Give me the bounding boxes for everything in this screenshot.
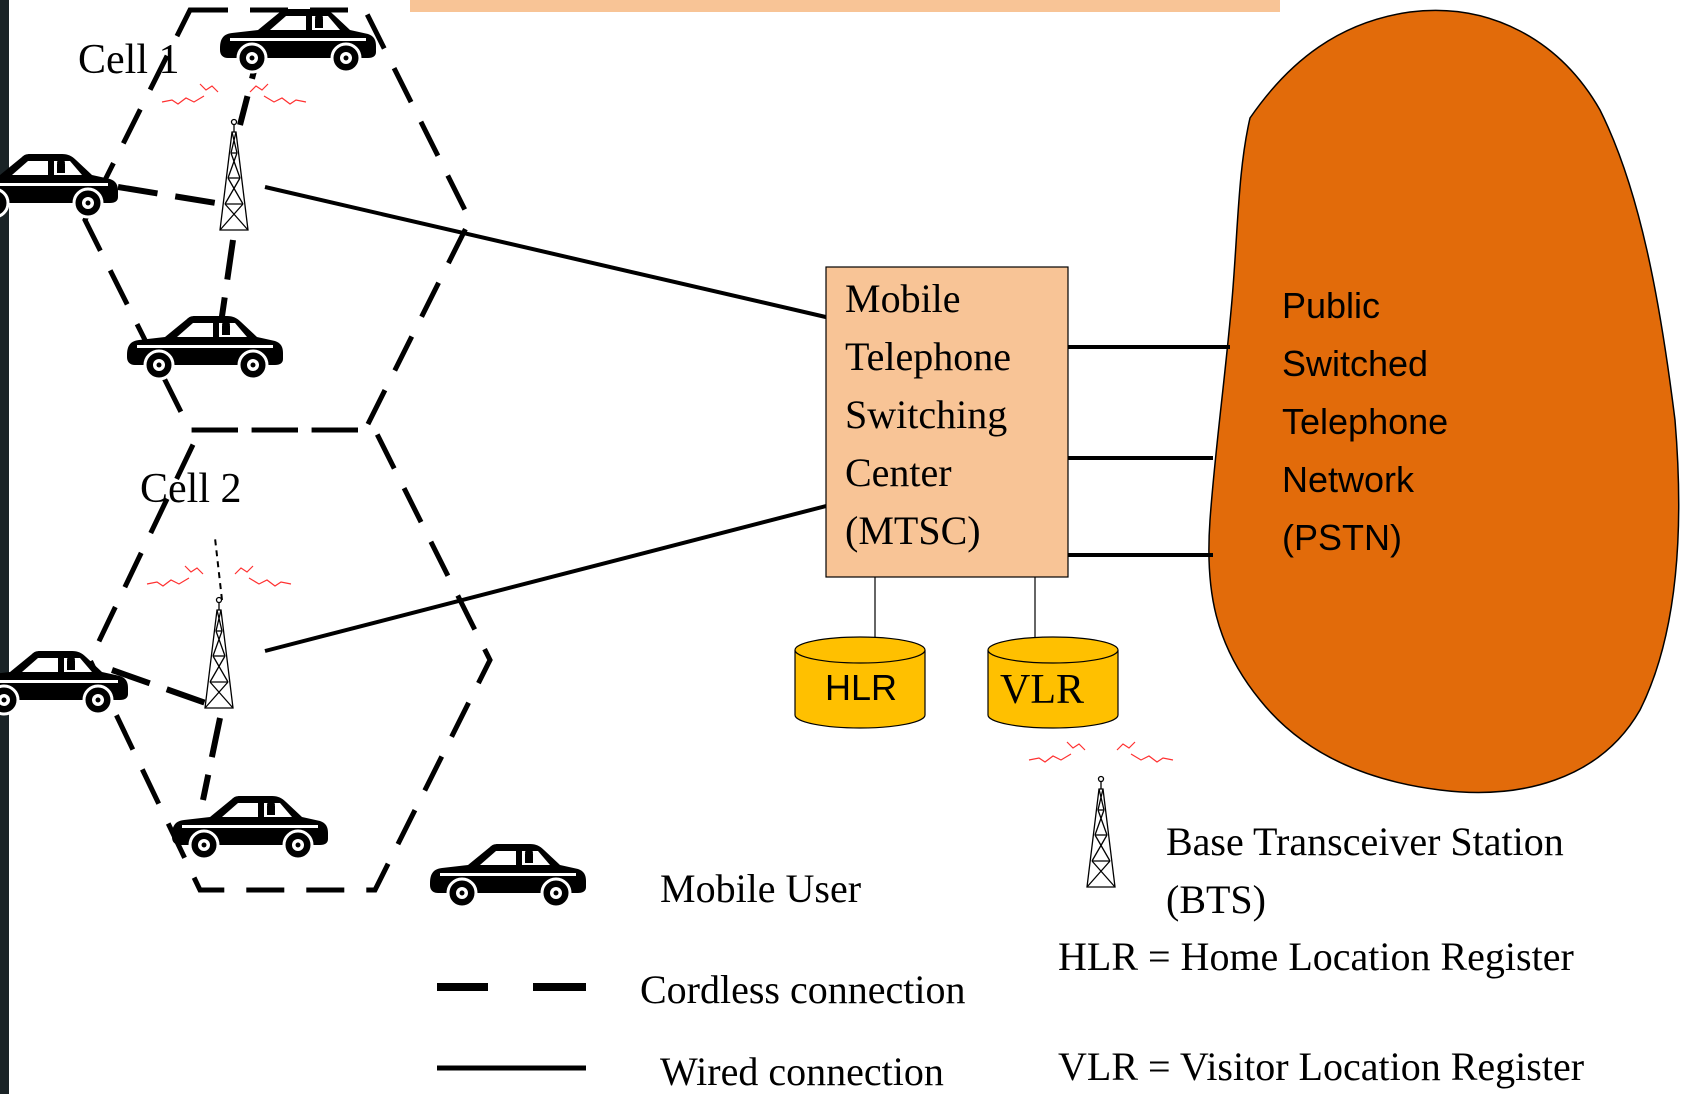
car-icon-cell2-left: [0, 649, 130, 716]
signal-icon-legend: [1028, 741, 1174, 763]
cordless-links: [111, 39, 265, 801]
pstn-cloud: [1208, 9, 1680, 794]
car-icon-cell1-left: [0, 152, 120, 219]
pstn-line: Public: [1282, 285, 1380, 326]
car-icon-cell2-bottom: [170, 794, 330, 861]
hlr-label: HLR: [825, 667, 897, 708]
car-icon-cell1-bottom: [125, 314, 285, 381]
pstn-line: Telephone: [1282, 401, 1448, 442]
legend-bts-line2: (BTS): [1166, 877, 1266, 922]
mtsc-line: Center: [845, 450, 952, 495]
legend-mobile-user: Mobile User: [660, 866, 861, 911]
title-banner: [410, 0, 1280, 12]
cordless-dashed-thin: [214, 537, 223, 601]
bts-tower-legend: [1086, 775, 1116, 888]
pstn-line: (PSTN): [1282, 517, 1402, 558]
signal-icon-cell1: [161, 83, 307, 105]
mtsc-box: [825, 266, 1069, 578]
mtsc-line: (MTSC): [845, 508, 981, 553]
bts-tower-cell2: [204, 596, 234, 709]
hlr-database: [794, 636, 926, 729]
vlr-database: [987, 636, 1119, 729]
car-icon-legend: [428, 842, 588, 909]
mtsc-line: Switching: [845, 392, 1007, 437]
car-icon-cell1-top: [218, 7, 378, 74]
legend-cordless: Cordless connection: [640, 967, 966, 1012]
cell-hexagons: [82, 7, 493, 893]
legend-bts-line1: Base Transceiver Station: [1166, 819, 1564, 864]
legend-vlr-definition: VLR = Visitor Location Register: [1058, 1044, 1584, 1089]
pstn-line: Network: [1282, 459, 1415, 500]
mtsc-line: Telephone: [845, 334, 1011, 379]
pstn-label: Public Switched Telephone Network (PSTN): [1282, 285, 1448, 558]
vlr-label: VLR: [1000, 667, 1084, 713]
bts-tower-cell1: [219, 118, 249, 231]
mtsc-label: Mobile Telephone Switching Center (MTSC): [845, 276, 1011, 553]
legend-hlr-definition: HLR = Home Location Register: [1058, 934, 1574, 979]
pstn-line: Switched: [1282, 343, 1428, 384]
slide-edge: [0, 0, 9, 1094]
legend-wired: Wired connection: [660, 1049, 944, 1094]
wired-links: [264, 185, 1230, 653]
mtsc-line: Mobile: [845, 276, 961, 321]
cell2-label: Cell 2: [140, 466, 242, 512]
cell1-label: Cell 1: [78, 37, 180, 83]
